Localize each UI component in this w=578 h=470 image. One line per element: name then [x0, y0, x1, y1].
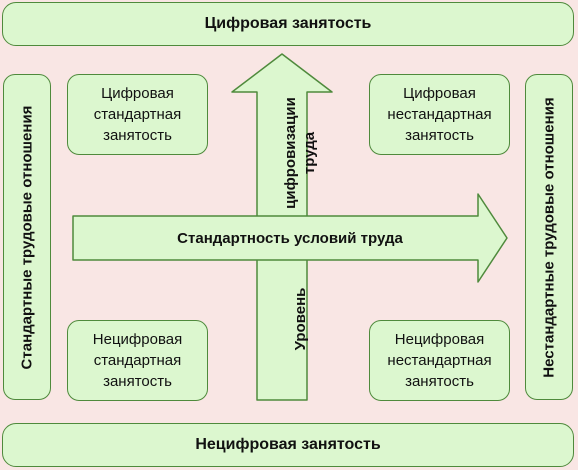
- quadrant-digital-nonstandard: Цифровая нестандартная занятость: [369, 74, 510, 155]
- quadrant-digital-standard: Цифровая стандартная занятость: [67, 74, 208, 155]
- quadrant-digital-standard-label: Цифровая стандартная занятость: [93, 85, 182, 144]
- horizontal-arrow: [72, 193, 508, 283]
- vertical-arrow-label-bottom: Уровень: [272, 279, 309, 359]
- standard-relations-box: Стандартные трудовые отношения: [3, 74, 51, 400]
- non-digital-employment-bar: Нецифровая занятость: [2, 423, 574, 467]
- nonstandard-relations-box: Нестандартные трудовые отношения: [525, 74, 573, 400]
- digital-employment-label: Цифровая занятость: [204, 15, 372, 32]
- horizontal-arrow-label: Стандартность условий труда: [120, 229, 460, 249]
- digital-employment-bar: Цифровая занятость: [2, 2, 574, 46]
- quadrant-nondigital-standard: Нецифровая стандартная занятость: [67, 320, 208, 401]
- level-label: Уровень: [292, 287, 309, 351]
- quadrant-nondigital-nonstandard: Нецифровая нестандартная занятость: [369, 320, 510, 401]
- quadrant-nondigital-nonstandard-label: Нецифровая нестандартная занятость: [387, 331, 492, 390]
- vertical-arrow-label-top: цифровизации труда: [262, 93, 318, 213]
- quadrant-nondigital-standard-label: Нецифровая стандартная занятость: [92, 331, 183, 390]
- non-digital-employment-label: Нецифровая занятость: [195, 436, 381, 453]
- work-conditions-standardness-label: Стандартность условий труда: [177, 230, 403, 247]
- quadrant-digital-nonstandard-label: Цифровая нестандартная занятость: [387, 85, 492, 144]
